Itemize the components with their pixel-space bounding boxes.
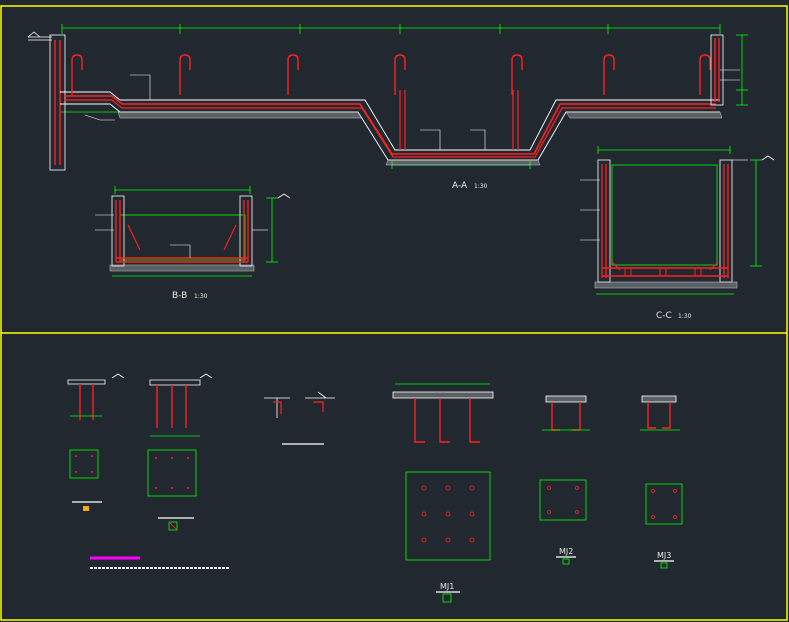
detail-3	[264, 391, 335, 445]
section-a-scale: 1:30	[474, 183, 488, 190]
section-a-title: A-A	[452, 181, 468, 191]
detail-2	[147, 379, 201, 531]
section-b-title: B-B	[172, 291, 187, 301]
elevation-marker-icon	[27, 31, 775, 379]
section-b-scale: 1:30	[194, 293, 208, 300]
part-tag-icon	[83, 506, 89, 511]
mj2-label: MJ2	[559, 547, 573, 556]
drawing-frame	[0, 5, 788, 621]
mj1-drawing: MJ1	[392, 383, 494, 603]
part-tag-icon	[442, 593, 452, 603]
mj1-label: MJ1	[440, 582, 454, 591]
mj3-drawing: MJ3	[640, 395, 683, 569]
part-tag-icon	[562, 558, 570, 565]
part-tag-icon	[168, 521, 178, 531]
mj3-label: MJ3	[657, 551, 671, 560]
detail-1	[67, 379, 106, 511]
mj2-drawing: MJ2	[539, 395, 590, 565]
notes-block	[90, 556, 230, 569]
section-a-drawing: A-A 1:30	[28, 24, 748, 191]
part-tag-icon	[660, 562, 668, 569]
section-c-drawing: C-C 1:30	[580, 146, 762, 321]
section-c-scale: 1:30	[678, 313, 692, 320]
section-b-drawing: B-B 1:30	[95, 186, 278, 301]
section-c-title: C-C	[656, 311, 672, 321]
